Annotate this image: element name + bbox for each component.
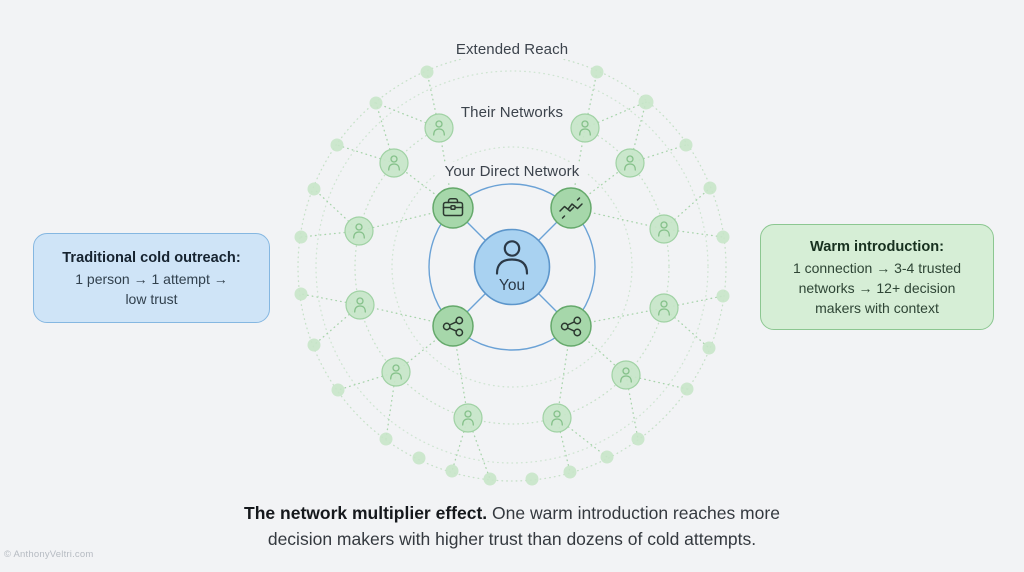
their-network-node <box>649 293 679 323</box>
their-network-node <box>379 148 409 178</box>
extended-dot <box>702 341 716 355</box>
their-network-node <box>381 357 411 387</box>
extended-reach-dots <box>294 65 730 486</box>
extended-dot <box>590 65 604 79</box>
extended-dot <box>379 432 393 446</box>
extended-dot <box>703 181 717 195</box>
their-network-node <box>344 216 374 246</box>
direct-network-nodes <box>432 187 592 347</box>
direct-network-ring <box>428 183 596 351</box>
briefcase-icon <box>442 198 464 217</box>
extended-dot <box>420 65 434 79</box>
their-network-node <box>542 403 572 433</box>
label-their-networks: Their Networks <box>452 103 572 122</box>
direct-node-share-left <box>432 305 474 347</box>
label-extended-reach: Extended Reach <box>447 40 577 59</box>
extended-dot <box>716 230 730 244</box>
label-your-direct-network: Your Direct Network <box>436 162 588 181</box>
extended-dot <box>412 451 426 465</box>
extended-dot <box>680 382 694 396</box>
handshake-icon <box>559 197 583 219</box>
share-icon <box>560 316 582 337</box>
extended-dot <box>330 138 344 152</box>
their-network-node <box>649 214 679 244</box>
connectors-direct-to-middle <box>358 127 665 419</box>
their-networks-nodes <box>344 113 679 433</box>
extended-dot <box>716 289 730 303</box>
extended-dot <box>563 465 577 479</box>
their-network-node <box>424 113 454 143</box>
extended-dot <box>679 138 693 152</box>
share-icon <box>442 316 464 337</box>
you-node-label: You <box>498 277 526 294</box>
their-network-node <box>615 148 645 178</box>
caption-line-1: The network multiplier effect. One warm … <box>0 500 1024 526</box>
direct-node-briefcase <box>432 187 474 229</box>
extended-dot <box>638 94 654 110</box>
warm-callout-line: 1 connection → 3-4 trusted <box>792 259 962 276</box>
cold-callout-line: 1 person → 1 attempt → <box>75 270 228 287</box>
extended-dot <box>445 464 459 478</box>
warm-introduction-callout: Warm introduction: 1 connection → 3-4 tr… <box>760 224 994 330</box>
watermark: © AnthonyVeltri.com <box>4 549 94 560</box>
extended-dot <box>294 230 308 244</box>
caption-bold-text: The network multiplier effect. <box>244 503 488 523</box>
center-you-node <box>473 228 551 306</box>
caption-regular-text: One warm introduction reaches more <box>487 503 780 523</box>
extended-dot <box>331 383 345 397</box>
extended-dot <box>307 338 321 352</box>
their-network-node <box>611 360 641 390</box>
cold-outreach-callout: Traditional cold outreach: 1 person → 1 … <box>33 233 270 323</box>
their-network-node <box>570 113 600 143</box>
extended-dot <box>631 432 645 446</box>
their-network-node <box>453 403 483 433</box>
warm-callout-line: networks → 12+ decision <box>798 279 956 296</box>
person-icon <box>495 240 529 275</box>
caption-line-2: decision makers with higher trust than d… <box>267 529 757 549</box>
extended-dot <box>483 472 497 486</box>
cold-callout-title: Traditional cold outreach: <box>62 249 241 266</box>
caption: The network multiplier effect. One warm … <box>0 500 1024 552</box>
extended-dot <box>307 182 321 196</box>
warm-callout-line: makers with context <box>815 299 939 316</box>
direct-node-handshake <box>550 187 592 229</box>
extended-dot <box>525 472 539 486</box>
extended-dot <box>600 450 614 464</box>
direct-node-share-right <box>550 305 592 347</box>
extended-dot <box>369 96 383 110</box>
warm-callout-title: Warm introduction: <box>809 238 945 255</box>
cold-callout-line: low trust <box>125 290 178 307</box>
connectors-middle-to-outer <box>300 71 724 480</box>
extended-dot <box>294 287 308 301</box>
their-network-node <box>345 290 375 320</box>
